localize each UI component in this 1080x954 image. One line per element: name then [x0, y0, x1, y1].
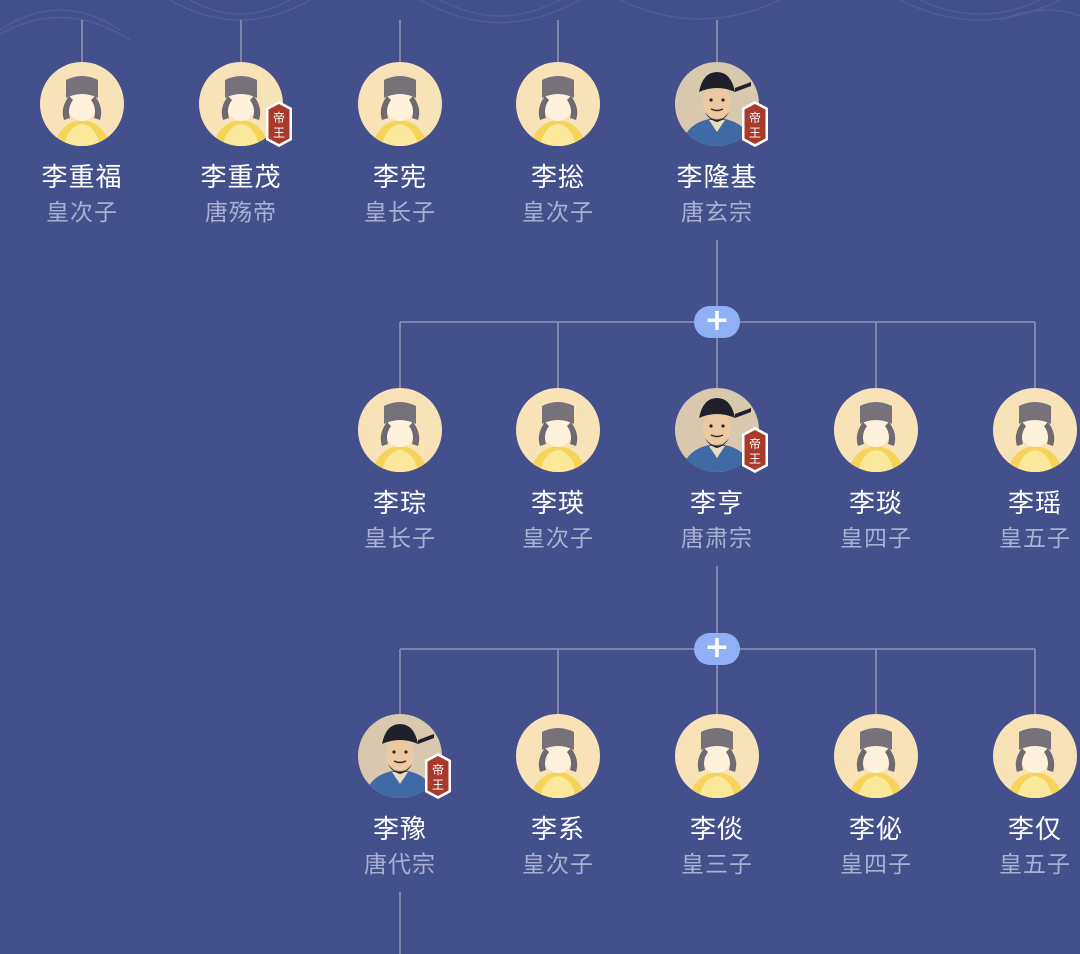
- svg-text:王: 王: [749, 126, 761, 140]
- person-node[interactable]: 李瑶皇五子: [965, 388, 1080, 554]
- person-title: 皇长子: [364, 200, 436, 226]
- person-node[interactable]: 帝 王 李隆基唐玄宗: [647, 62, 787, 228]
- person-title: 皇四子: [840, 852, 912, 878]
- default-avatar-icon[interactable]: [993, 388, 1077, 472]
- person-name: 李倓: [689, 815, 744, 845]
- person-name: 李瑛: [530, 489, 585, 519]
- person-node[interactable]: 李佖皇四子: [806, 714, 946, 880]
- person-title: 唐代宗: [364, 852, 436, 878]
- portrait-avatar[interactable]: 帝 王: [675, 62, 768, 147]
- portrait-avatar[interactable]: 帝 王: [358, 714, 451, 799]
- default-avatar-icon[interactable]: [516, 388, 600, 472]
- person-node[interactable]: 李系皇次子: [488, 714, 628, 880]
- person-name: 李重福: [41, 163, 123, 193]
- person-title: 皇次子: [46, 200, 118, 226]
- person-node[interactable]: 李捴皇次子: [488, 62, 628, 228]
- person-name: 李隆基: [676, 163, 758, 193]
- person-title: 唐殇帝: [205, 200, 277, 226]
- svg-text:帝: 帝: [749, 110, 761, 125]
- person-title: 唐肃宗: [681, 526, 753, 552]
- person-title: 皇四子: [840, 526, 912, 552]
- default-avatar-icon[interactable]: [358, 388, 442, 472]
- default-avatar-icon[interactable]: [675, 714, 759, 798]
- expand-children-button[interactable]: +: [694, 306, 740, 338]
- default-avatar-icon[interactable]: [834, 714, 918, 798]
- person-name: 李系: [530, 815, 585, 845]
- person-name: 李琰: [848, 489, 903, 519]
- svg-text:王: 王: [432, 778, 444, 792]
- default-avatar-icon[interactable]: [358, 62, 442, 146]
- person-node[interactable]: 李琮皇长子: [330, 388, 470, 554]
- default-avatar-icon[interactable]: [516, 714, 600, 798]
- person-name: 李瑶: [1007, 489, 1062, 519]
- svg-text:帝: 帝: [749, 436, 761, 451]
- person-title: 皇次子: [522, 852, 594, 878]
- person-node[interactable]: 帝 王 李亨唐肃宗: [647, 388, 787, 554]
- person-node[interactable]: 李瑛皇次子: [488, 388, 628, 554]
- person-name: 李捴: [530, 163, 585, 193]
- person-name: 李宪: [372, 163, 427, 193]
- portrait-avatar[interactable]: 帝 王: [675, 388, 768, 473]
- person-node[interactable]: 李琰皇四子: [806, 388, 946, 554]
- default-avatar-icon[interactable]: 帝 王: [199, 62, 292, 147]
- person-node[interactable]: 李宪皇长子: [330, 62, 470, 228]
- emperor-badge-icon: 帝 王: [265, 100, 293, 148]
- person-name: 李豫: [372, 815, 427, 845]
- svg-text:帝: 帝: [273, 110, 285, 125]
- person-name: 李琮: [372, 489, 427, 519]
- person-name: 李重茂: [200, 163, 282, 193]
- default-avatar-icon[interactable]: [993, 714, 1077, 798]
- person-node[interactable]: 李重福皇次子: [12, 62, 152, 228]
- person-title: 皇三子: [681, 852, 753, 878]
- person-title: 皇次子: [522, 526, 594, 552]
- default-avatar-icon[interactable]: [516, 62, 600, 146]
- person-title: 皇五子: [999, 852, 1071, 878]
- default-avatar-icon[interactable]: [40, 62, 124, 146]
- expand-children-button[interactable]: +: [694, 633, 740, 665]
- default-avatar-icon[interactable]: [834, 388, 918, 472]
- person-title: 皇五子: [999, 526, 1071, 552]
- person-name: 李仅: [1007, 815, 1062, 845]
- svg-text:帝: 帝: [432, 762, 444, 777]
- person-title: 皇长子: [364, 526, 436, 552]
- emperor-badge-icon: 帝 王: [741, 426, 769, 474]
- emperor-badge-icon: 帝 王: [741, 100, 769, 148]
- person-title: 唐玄宗: [681, 200, 753, 226]
- svg-text:王: 王: [273, 126, 285, 140]
- person-node[interactable]: 帝 王 李豫唐代宗: [330, 714, 470, 880]
- person-name: 李佖: [848, 815, 903, 845]
- svg-text:王: 王: [749, 452, 761, 466]
- person-node[interactable]: 李倓皇三子: [647, 714, 787, 880]
- person-title: 皇次子: [522, 200, 594, 226]
- person-name: 李亨: [689, 489, 744, 519]
- emperor-badge-icon: 帝 王: [424, 752, 452, 800]
- person-node[interactable]: 李仅皇五子: [965, 714, 1080, 880]
- person-node[interactable]: 帝 王 李重茂唐殇帝: [171, 62, 311, 228]
